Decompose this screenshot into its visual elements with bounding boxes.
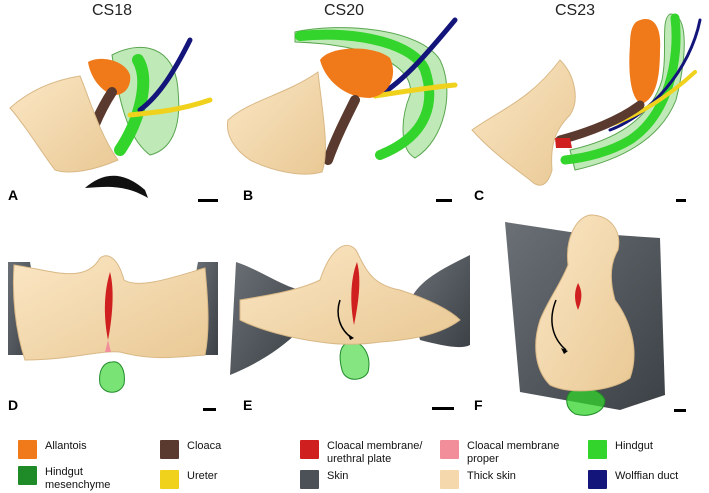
thick-skin-shape [471,59,576,186]
scale-bar-d [203,408,216,411]
arrowhead [348,334,354,340]
panel-d-model [8,255,218,411]
cloacal-membrane-shape [104,272,113,340]
cloacal-membrane-shape [575,283,582,310]
thick-skin-shape [535,214,635,392]
scale-bar-b [436,199,452,202]
scale-bar-e [432,407,454,410]
hindgut-shape [566,387,606,416]
hindgut-shape [114,54,150,156]
allantois-shape [88,58,131,96]
dark-edge-shape [85,175,148,198]
panel-letter-b: B [243,187,254,203]
allantois-shape [320,48,394,98]
panel-b-model [226,17,458,202]
cloaca-shape [323,95,360,165]
ureter-shape [127,97,213,118]
cloaca-shape [555,100,645,145]
hindgut-shape [560,13,681,165]
allantois-shape [629,19,661,105]
panel-letter-e: E [243,397,253,413]
hindgut-shape [339,341,370,380]
cloacal-membrane-proper-shape [105,340,111,352]
panel-e-model [230,244,470,410]
panel-letter-f: F [474,397,483,413]
thick-skin-shape [9,75,119,173]
panel-f-model [505,214,686,416]
thick-skin-shape [239,244,461,345]
scale-bar-c [676,199,686,202]
cloacal-membrane-shape [555,138,572,148]
column-title-cs18: CS18 [92,2,133,19]
hindgut-shape [295,29,435,160]
ureter-shape [372,82,458,99]
arrow-curve [551,299,567,351]
panel-c-model [471,13,702,202]
scale-bar-f [674,409,686,412]
thick-skin-shape [226,71,326,175]
arrowhead [561,348,568,354]
column-title-cs20: CS20 [324,2,365,19]
hindgut-shape [99,361,125,393]
wolffian-duct-shape [608,18,702,132]
scale-bar-a [198,199,218,202]
cloacal-membrane-shape [351,262,360,325]
panel-letter-d: D [8,397,19,413]
panel-letter-a: A [8,187,19,203]
column-title-cs23: CS23 [555,2,596,19]
wolffian-duct-shape [137,37,193,113]
panel-a-model [9,37,218,202]
wolffian-duct-shape [377,17,458,98]
panel-letter-c: C [474,187,485,203]
